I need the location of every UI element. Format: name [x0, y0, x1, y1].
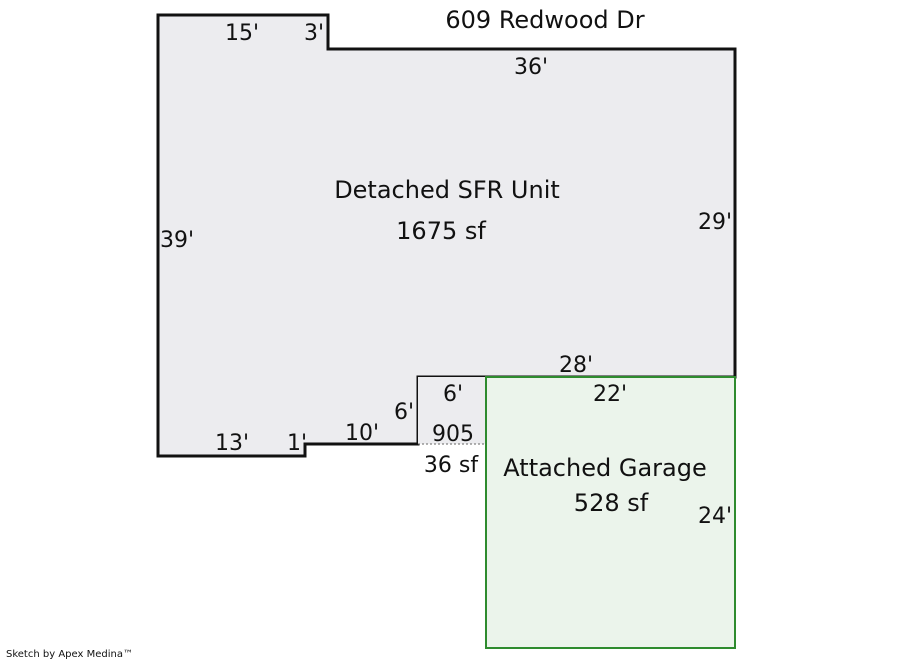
garage-name: Attached Garage [503, 454, 706, 482]
dim-bottom-mid: 10' [345, 421, 379, 446]
porch-name: 905 [432, 422, 474, 447]
dim-bottom-right: 28' [559, 353, 593, 378]
porch-area-label: 36 sf [424, 453, 479, 478]
dim-notch-top: 6' [443, 382, 463, 407]
house-name: Detached SFR Unit [334, 176, 560, 204]
dim-notch-side: 6' [394, 400, 414, 425]
credit-label: Sketch by Apex Medina™ [6, 649, 133, 660]
dim-left: 39' [160, 228, 194, 253]
dim-top: 36' [514, 55, 548, 80]
dim-right: 29' [698, 210, 732, 235]
garage-dim-top: 22' [593, 382, 627, 407]
house-area: 1675 sf [396, 217, 486, 245]
garage-outline [485, 376, 736, 649]
dim-step: 3' [304, 21, 324, 46]
address-label: 609 Redwood Dr [445, 6, 644, 34]
dim-bottom-left: 13' [215, 431, 249, 456]
porch-area [418, 377, 486, 444]
garage-area: 528 sf [574, 489, 649, 517]
garage-dim-right: 24' [698, 504, 732, 529]
dim-jog: 1' [287, 431, 307, 456]
dim-top-left: 15' [225, 21, 259, 46]
